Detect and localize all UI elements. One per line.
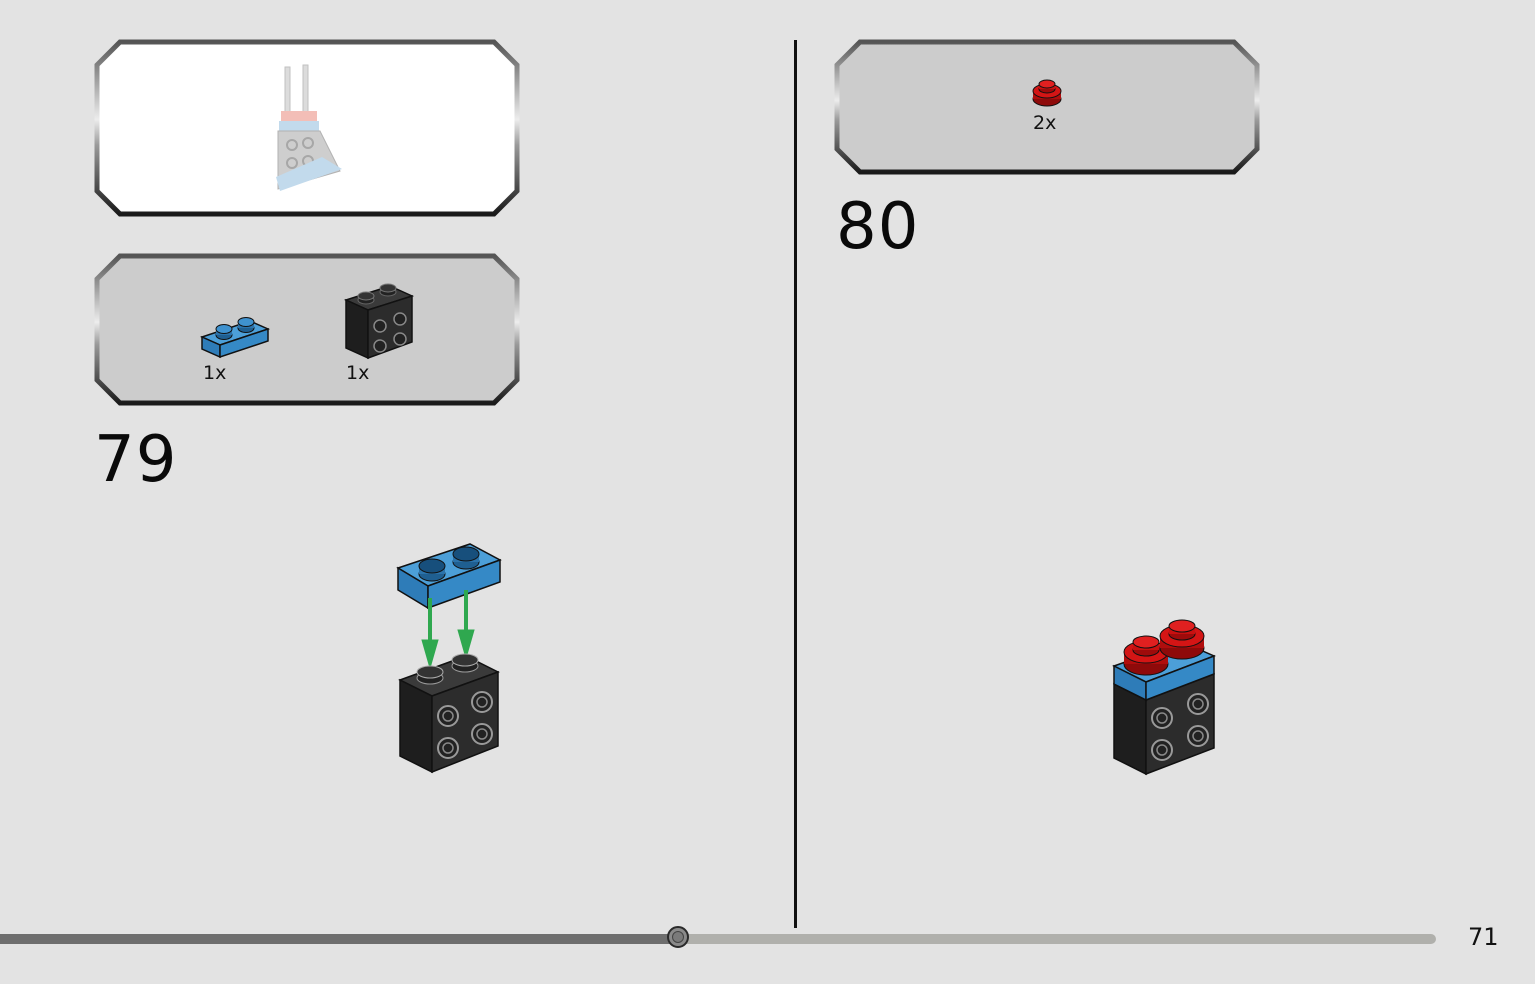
part-quantity: 1x [203,362,227,384]
part-quantity: 2x [1033,112,1057,134]
page-number: 71 [1468,923,1499,951]
red-round-plate [1159,619,1205,660]
assembly-arrow [421,590,475,670]
assembly-preview-box [94,39,520,217]
step-79-assembly-image [396,543,502,774]
step-number: 80 [836,190,920,264]
step-80-assembly-image [1112,619,1216,776]
blue-plate-part-image [199,317,271,359]
page-divider [794,40,797,928]
step-number: 79 [94,423,178,497]
part-quantity: 1x [346,362,370,384]
previous-model-image [276,64,342,191]
step-80-parts-box [834,39,1260,175]
progress-track-filled[interactable] [0,934,680,944]
black-brick-part-image [343,283,415,360]
step-79-parts-box [94,253,520,406]
red-round-plate-part-image [1032,79,1062,107]
progress-track-remaining[interactable] [680,934,1436,944]
progress-slider-handle[interactable] [667,926,689,948]
